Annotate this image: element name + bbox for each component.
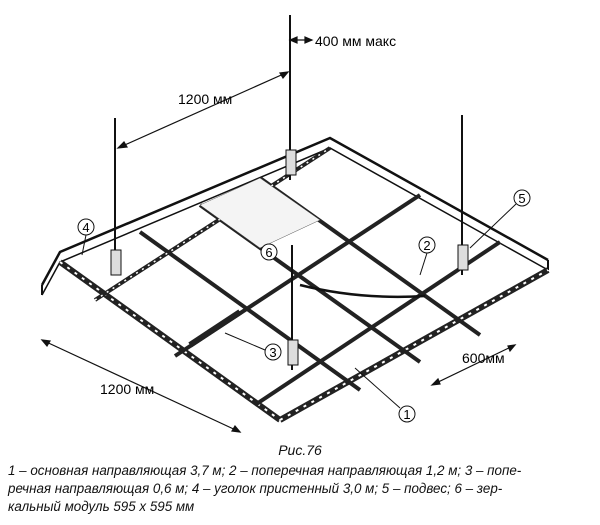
figure-legend: 1 – основная направляющая 3,7 м; 2 – поп… xyxy=(8,462,592,516)
dim-600-label: 600мм xyxy=(462,350,505,366)
callout-1: 1 xyxy=(354,367,416,423)
callout-3-label: 3 xyxy=(269,345,276,360)
legend-line-2: речная направляющая 0,6 м; 4 – уголок пр… xyxy=(8,481,503,496)
callout-6-label: 6 xyxy=(265,245,272,260)
mirror-module xyxy=(199,177,426,299)
legend-line-3: кальный модуль 595 x 595 мм xyxy=(8,499,195,514)
callout-4: 4 xyxy=(77,218,95,256)
dim-1200-top-label: 1200 мм xyxy=(178,91,232,107)
callout-2: 2 xyxy=(418,236,436,276)
callout-5-label: 5 xyxy=(518,191,525,206)
ceiling-grid-diagram: 400 мм макс 1200 мм 1200 мм 600мм 1 2 3 … xyxy=(40,15,550,433)
legend-line-1: 1 – основная направляющая 3,7 м; 2 – поп… xyxy=(8,463,522,478)
cross-tees xyxy=(93,146,502,407)
callout-6: 6 xyxy=(260,243,278,261)
figure-title: Рис.76 xyxy=(278,442,322,458)
callout-3: 3 xyxy=(224,332,282,361)
wall-angle xyxy=(40,136,549,296)
hanger-clips xyxy=(110,149,469,366)
dimension-lines xyxy=(40,36,517,433)
dim-1200-front-label: 1200 мм xyxy=(100,381,154,397)
callouts: 1 2 3 4 5 6 xyxy=(77,189,531,423)
callout-4-label: 4 xyxy=(82,220,89,235)
callout-5: 5 xyxy=(469,189,531,249)
figure-caption: Рис.76 1 – основная направляющая 3,7 м; … xyxy=(0,440,600,525)
callout-2-label: 2 xyxy=(423,238,430,253)
dim-400-label: 400 мм макс xyxy=(315,33,396,49)
callout-1-label: 1 xyxy=(403,407,410,422)
